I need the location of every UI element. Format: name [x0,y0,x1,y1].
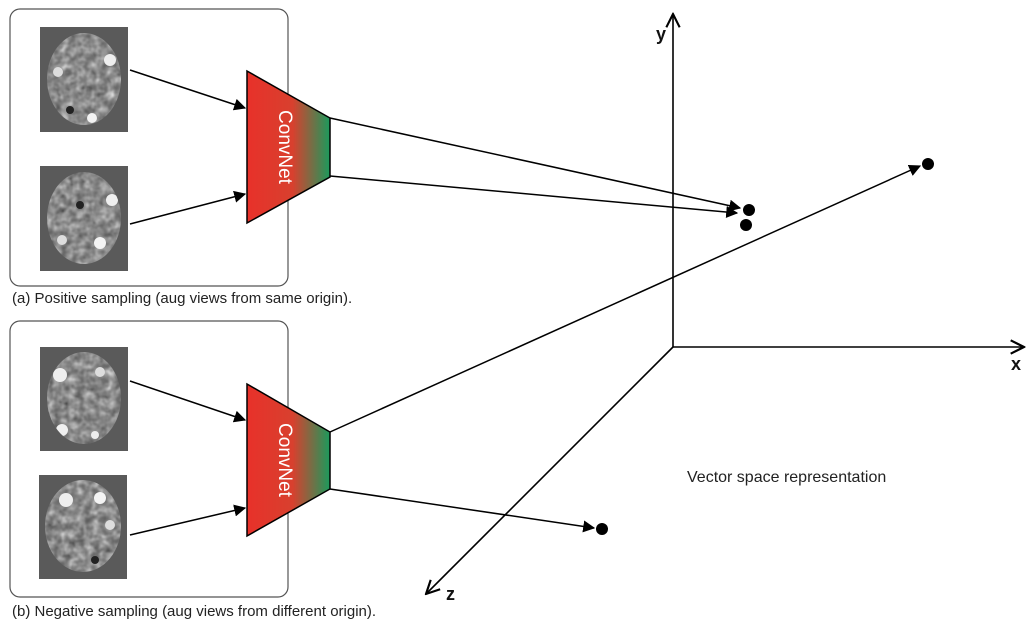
embedding-point [922,158,934,170]
z-axis [426,346,674,594]
embedding-point [740,219,752,231]
negative-input-arrow-1 [129,380,247,423]
positive-convnet [246,69,331,225]
negative-convnet-label: ConvNet [274,423,295,497]
positive-input-arrow-2 [129,190,247,225]
x-axis-label: x [1011,354,1022,374]
embedding-point [743,204,755,216]
positive-input-arrow-1 [129,69,247,111]
positive-output-arrow-1 [329,117,742,212]
embedding-point [596,523,608,535]
positive-convnet-label: ConvNet [274,110,295,184]
vector-space-label: Vector space representation [687,469,887,486]
negative-image-1 [40,347,128,451]
negative-output-arrow-2 [329,488,596,533]
negative-input-arrow-2 [129,504,247,536]
positive-output-arrow-2 [329,175,739,218]
negative-caption: (b) Negative sampling (aug views from di… [12,603,377,620]
positive-image-2 [40,166,128,271]
negative-image-2 [39,475,127,579]
negative-output-arrow-1 [329,164,922,433]
z-axis-label: z [446,584,455,604]
positive-image-1 [40,27,128,132]
positive-caption: (a) Positive sampling (aug views from sa… [12,290,353,307]
y-axis-label: y [656,24,667,44]
